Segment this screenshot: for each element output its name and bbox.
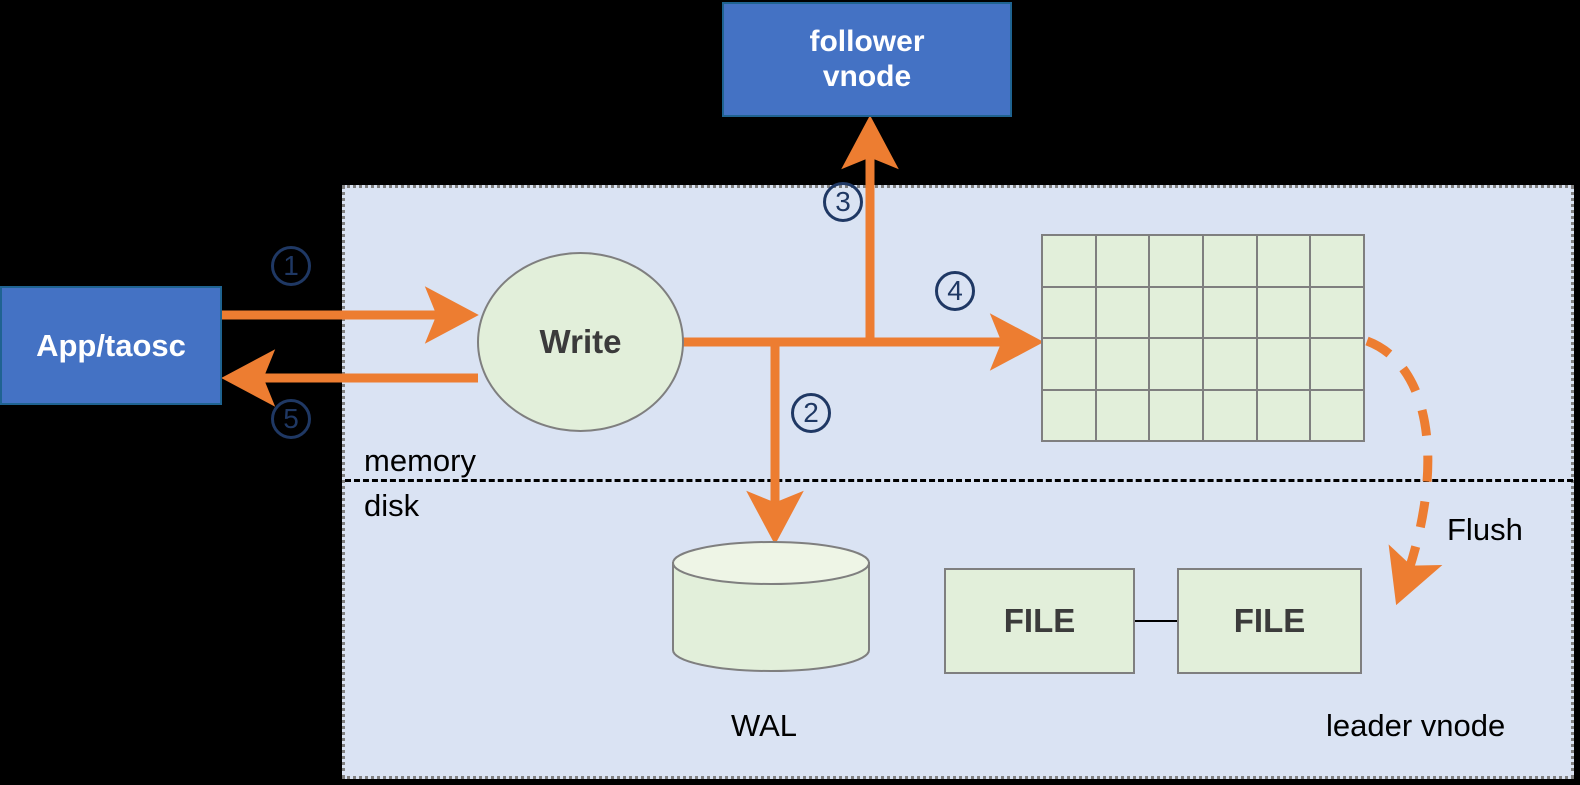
app-taosc-label: App/taosc (36, 327, 186, 363)
memtable-cell (1311, 390, 1363, 440)
memtable-cell (1150, 339, 1202, 389)
memtable-cell (1096, 236, 1149, 286)
memtable-cell (1257, 236, 1310, 286)
wal-label: WAL (731, 708, 798, 743)
memtable-cell (1150, 236, 1202, 286)
memtable-cell (1150, 390, 1202, 440)
step-marker-1: 1 (271, 246, 311, 286)
memtable-cell (1096, 287, 1149, 337)
write-label: Write (539, 323, 622, 360)
leader-vnode-label: leader vnode (1326, 708, 1506, 743)
memtable-cell (1204, 236, 1256, 286)
memtable-cell (1043, 287, 1095, 337)
memtable-cell (1311, 287, 1363, 337)
follower-vnode-node[interactable]: follower vnode (722, 2, 1012, 117)
step-marker-2: 2 (791, 393, 831, 433)
memtable-cell (1311, 339, 1363, 389)
flush-label: Flush (1447, 512, 1523, 547)
memtable-cell (1257, 287, 1310, 337)
memtable-cell (1257, 339, 1310, 389)
file-node-1[interactable]: FILE (944, 568, 1135, 674)
memtable-grid (1041, 234, 1365, 442)
step-marker-4: 4 (935, 271, 975, 311)
app-taosc-node[interactable]: App/taosc (0, 286, 222, 405)
memory-disk-divider (345, 479, 1573, 482)
wal-cylinder (672, 541, 870, 672)
follower-vnode-label-line1: follower (809, 25, 925, 58)
memtable-cell (1043, 390, 1095, 440)
file-node-1-label: FILE (1003, 602, 1076, 639)
disk-label: disk (364, 488, 420, 523)
memtable-cell (1096, 339, 1149, 389)
memtable-cell (1204, 287, 1256, 337)
memtable-cell (1150, 287, 1202, 337)
file-node-2-label: FILE (1233, 602, 1306, 639)
memtable-cell (1204, 339, 1256, 389)
write-node[interactable]: Write (477, 252, 684, 432)
file-connector (1135, 620, 1177, 622)
step-marker-5: 5 (271, 399, 311, 439)
memtable-cell (1257, 390, 1310, 440)
file-node-2[interactable]: FILE (1177, 568, 1362, 674)
memtable-cell (1043, 236, 1095, 286)
memtable-cell (1043, 339, 1095, 389)
memtable-cell (1096, 390, 1149, 440)
step-marker-3: 3 (823, 182, 863, 222)
memtable-cell (1204, 390, 1256, 440)
memtable-cell (1311, 236, 1363, 286)
memory-label: memory (364, 443, 476, 478)
follower-vnode-label-line2: vnode (822, 59, 912, 93)
